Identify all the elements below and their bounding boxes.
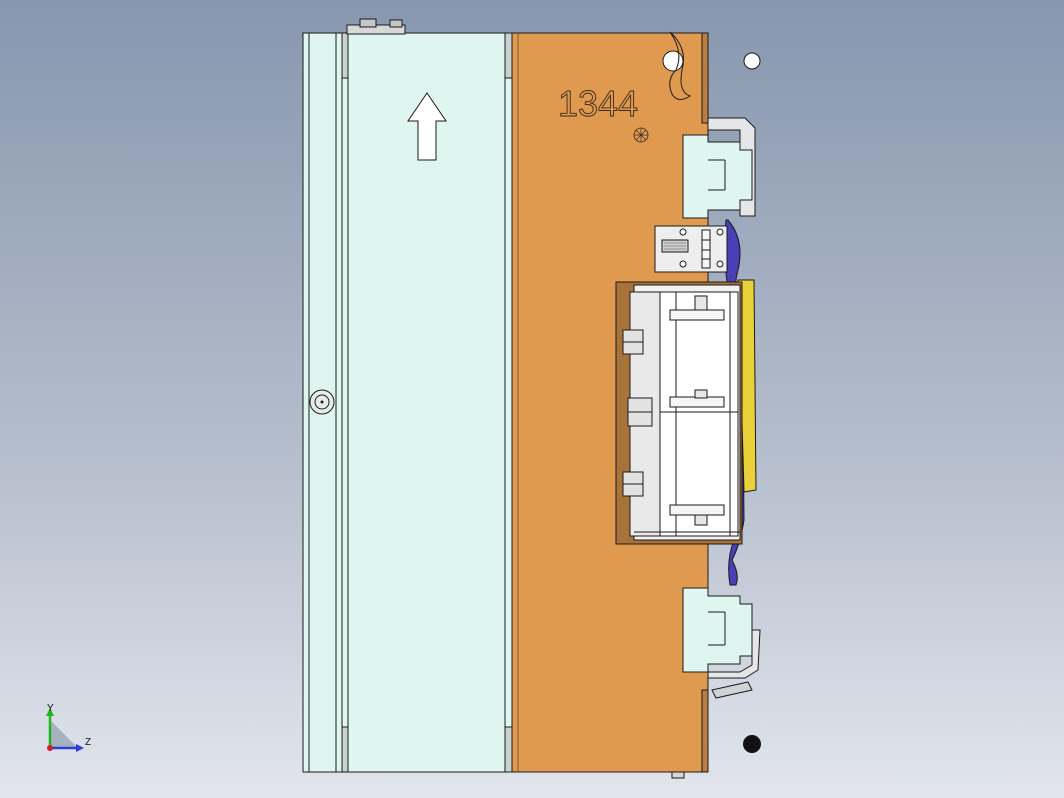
bolt-middle [669, 389, 725, 408]
rail-knob[interactable] [309, 389, 335, 415]
white-dot-marker [743, 52, 761, 70]
up-arrow-icon [407, 92, 447, 161]
upper-bracket [682, 117, 756, 219]
hex-nut-top [622, 329, 644, 355]
bolt-bottom [669, 504, 725, 526]
y-axis-label: Y [47, 703, 54, 714]
lower-bracket [682, 587, 761, 699]
bottom-tab [671, 771, 685, 779]
pin-clip[interactable] [662, 31, 692, 100]
star-mark-icon [633, 127, 649, 143]
part-number-label: 1344 [558, 83, 638, 124]
hex-nut-bottom [622, 471, 644, 497]
z-axis-label: Z [85, 737, 91, 748]
x-axis-dot [47, 745, 53, 751]
top-connector [346, 18, 406, 35]
black-dot-marker [743, 735, 761, 753]
hex-nut-middle [627, 397, 653, 427]
small-connector-block [654, 225, 728, 273]
coordinate-triad: Y Z [46, 703, 91, 752]
bolt-top [669, 295, 725, 321]
